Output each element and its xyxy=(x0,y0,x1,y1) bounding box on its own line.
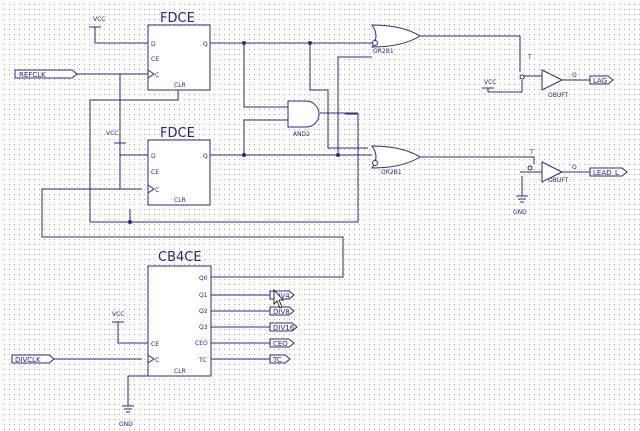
mouse-pointer-icon xyxy=(273,288,284,309)
fdce1-pin-ce: CE xyxy=(151,56,159,63)
ground-symbol-2[interactable]: GND xyxy=(119,405,134,428)
fdce1-pin-c: C xyxy=(155,72,159,79)
fdce2-title: FDCE xyxy=(160,126,195,141)
ground-symbol-1[interactable]: GND xyxy=(513,195,528,216)
wire-clk-ff2 xyxy=(119,74,142,190)
cb4ce-pin-tc: TC xyxy=(198,357,207,364)
wire-loop xyxy=(41,188,344,278)
vcc-label: VCC xyxy=(484,79,496,86)
fdce2-pin-c: C xyxy=(155,187,159,194)
port-div4-label: DIV4 xyxy=(273,292,290,300)
fdce-2[interactable]: FDCE D CE C CLR Q xyxy=(147,126,211,206)
junction-dots xyxy=(128,41,340,224)
port-tc[interactable]: TC xyxy=(269,354,291,364)
port-tc-label: TC xyxy=(272,356,282,364)
wire-vcc1 xyxy=(94,27,148,44)
vcc-label: VCC xyxy=(106,130,118,137)
wire-ff2-d xyxy=(119,143,148,156)
wire-clr-right xyxy=(130,113,359,223)
junction-dot xyxy=(242,153,246,157)
fdce2-pin-clr: CLR xyxy=(174,197,186,204)
port-lag[interactable]: LAG xyxy=(589,75,614,85)
fdce1-pin-d: D xyxy=(151,41,156,48)
cb4ce-pin-c: C xyxy=(155,357,159,364)
fdce-1[interactable]: FDCE D CE C CLR Q xyxy=(142,11,211,91)
wire-cb4-vcc xyxy=(117,322,148,344)
junction-dot xyxy=(128,220,132,224)
and2-label: AND2 xyxy=(293,131,310,138)
fdce1-title: FDCE xyxy=(160,11,195,26)
cb4ce-pin-q1: Q1 xyxy=(199,292,208,299)
fdce2-pin-ce: CE xyxy=(151,169,159,176)
gnd-label: GND xyxy=(119,421,133,428)
wire-ff1-q-to-and xyxy=(243,43,288,108)
port-refclk-label: REFCLK xyxy=(19,71,46,79)
port-ceo[interactable]: CEO xyxy=(269,338,295,348)
obuft-bottom-pin-o: O xyxy=(572,164,577,171)
port-div8-label: DIV8 xyxy=(273,308,290,316)
cb4ce-pin-q3: Q3 xyxy=(199,324,208,331)
wire-clr-bus xyxy=(89,88,179,223)
obuft-top-pin-t: T xyxy=(527,54,532,61)
wire-cb4-clr xyxy=(127,375,148,406)
port-refclk[interactable]: REFCLK xyxy=(14,69,78,79)
cb4ce-pin-ce: CE xyxy=(151,341,159,348)
cb4ce-pin-q0: Q0 xyxy=(199,275,208,282)
wire-vcc-buf1 xyxy=(488,80,523,93)
power-vcc-1[interactable]: VCC xyxy=(89,16,105,28)
wire-ff2-q-to-and xyxy=(243,119,288,155)
obuft-bottom-label: OBUFT xyxy=(548,177,569,184)
vcc-label: VCC xyxy=(93,16,105,23)
port-divclk[interactable]: DIVCLK xyxy=(11,354,55,364)
port-ceo-label: CEO xyxy=(273,340,288,348)
wire-or1-out xyxy=(420,35,521,72)
fdce1-pin-clr: CLR xyxy=(174,82,186,89)
port-div8[interactable]: DIV8 xyxy=(269,306,295,316)
power-vcc-3[interactable]: VCC xyxy=(482,79,496,92)
port-div16[interactable]: DIV16 xyxy=(269,322,298,332)
obuft-top[interactable]: T O OBUFT xyxy=(519,54,577,99)
junction-dot xyxy=(308,41,312,45)
or2b1-gate-top[interactable]: OR2B1 xyxy=(366,24,421,58)
or2b1-bottom-label: OR2B1 xyxy=(381,169,402,176)
vcc-label: VCC xyxy=(112,311,124,318)
obuft-bottom[interactable]: T O OBUFT xyxy=(527,149,577,184)
port-lead[interactable]: LEAD_L xyxy=(589,167,628,177)
wires xyxy=(41,27,590,406)
cb4ce-pin-clr: CLR xyxy=(174,368,186,375)
power-vcc-4[interactable]: VCC xyxy=(112,311,124,323)
fdce2-pin-d: D xyxy=(151,153,156,160)
fdce1-pin-q: Q xyxy=(203,41,208,48)
and2-gate[interactable]: AND2 xyxy=(287,100,320,138)
cb4ce-pin-q2: Q2 xyxy=(199,308,208,315)
cb4ce-counter[interactable]: CB4CE CE C CLR Q0 Q1 Q2 Q3 CEO TC xyxy=(147,250,212,377)
wire-or2-out xyxy=(420,156,535,164)
port-lead-label: LEAD_L xyxy=(593,169,619,177)
cb4ce-title: CB4CE xyxy=(158,250,202,265)
cb4ce-pin-ceo: CEO xyxy=(195,340,208,347)
junction-dot xyxy=(242,41,246,45)
obuft-bottom-pin-t: T xyxy=(529,149,534,156)
or2b1-top-label: OR2B1 xyxy=(373,48,394,55)
wire-ff2-q-to-or1 xyxy=(337,56,372,155)
obuft-top-label: OBUFT xyxy=(548,92,569,99)
port-divclk-label: DIVCLK xyxy=(15,356,41,364)
junction-dot xyxy=(336,153,340,157)
port-lag-label: LAG xyxy=(593,77,607,85)
wire-ff1-q-to-ff2-d xyxy=(309,43,368,149)
obuft-top-pin-o: O xyxy=(572,72,577,79)
port-div16-label: DIV16 xyxy=(273,324,295,332)
gnd-label: GND xyxy=(513,209,527,216)
or2b1-gate-bottom[interactable]: OR2B1 xyxy=(371,145,421,176)
fdce2-pin-q: Q xyxy=(203,153,208,160)
power-vcc-2[interactable]: VCC xyxy=(106,130,126,144)
